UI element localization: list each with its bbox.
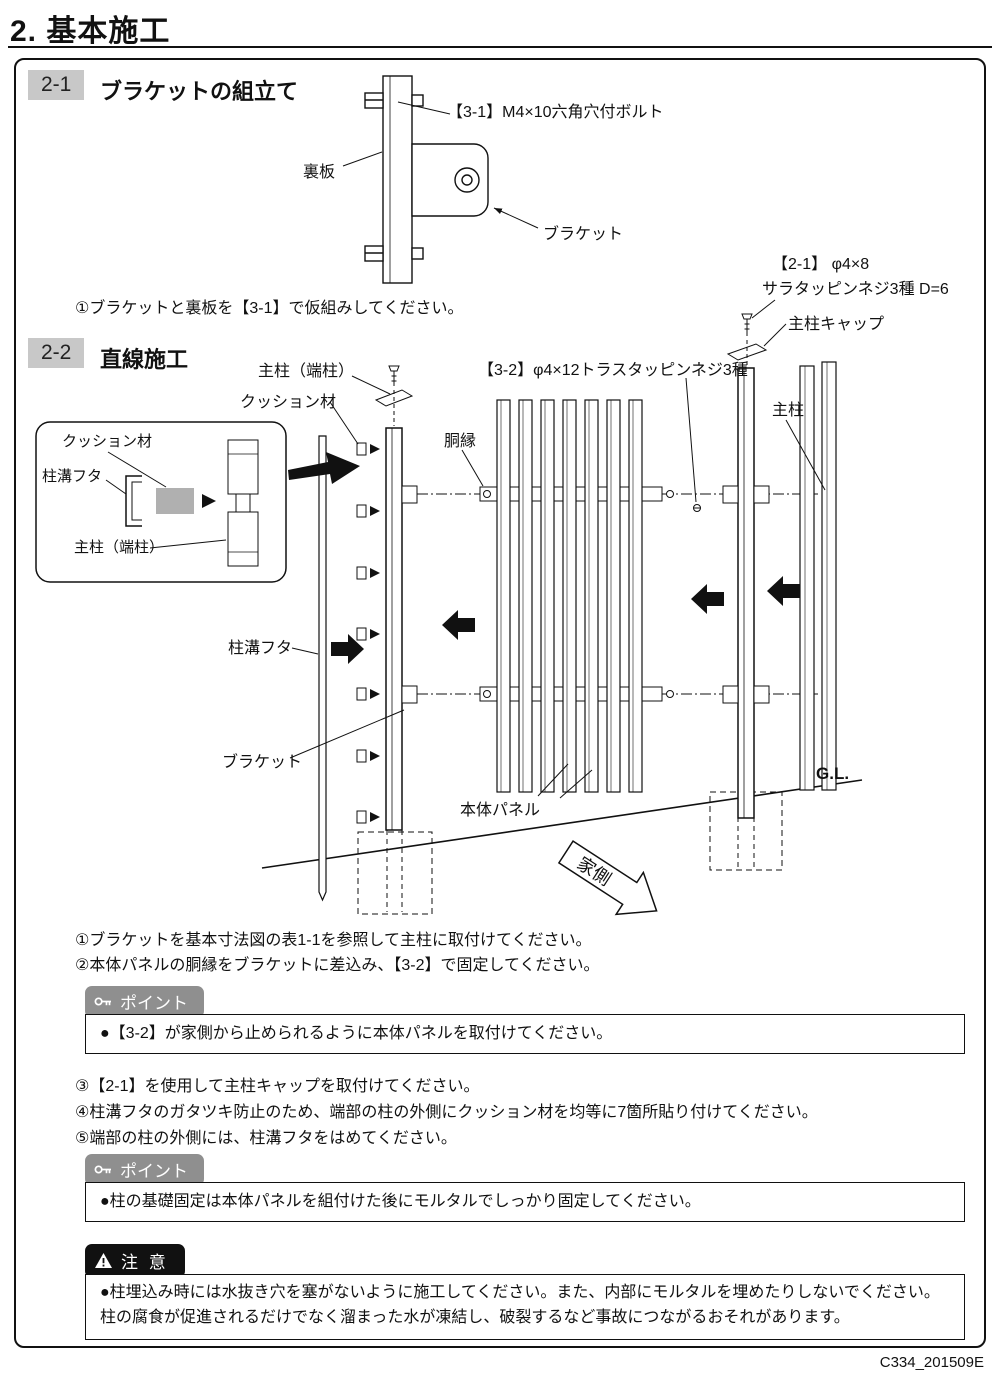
- push-groove-cover-arrow: [331, 634, 364, 664]
- point-tab-1: ポイント: [85, 986, 204, 1018]
- cap-screw-right: [741, 313, 753, 366]
- insert-right-arrow-2: [767, 576, 800, 606]
- back-plate-shape: [382, 75, 413, 284]
- section-2-1-title: ブラケットの組立て: [100, 79, 299, 104]
- step-2-2-3: ③【2-1】を使用して主柱キャップを取付けてください。: [75, 1078, 480, 1095]
- label-main-post: 主柱: [772, 402, 805, 419]
- point-tab-2: ポイント: [85, 1154, 204, 1186]
- inset-to-post-arrow: [288, 452, 360, 484]
- panel-slats: [496, 399, 643, 793]
- insert-right-arrow-1: [691, 584, 724, 614]
- label-screw-3-2: 【3-2】φ4×12トラスタッピンネジ3種: [478, 362, 748, 379]
- bracket-assembly-drawing: [342, 75, 539, 284]
- right-slats-drawing: [799, 361, 837, 791]
- insert-panel-arrow: [442, 610, 475, 640]
- leader-lines-2-1: [342, 101, 539, 229]
- label-cushion: クッション材: [240, 394, 337, 411]
- point-box-2: ●柱の基礎固定は本体パネルを組付けた後にモルタルでしっかり固定してください。: [85, 1182, 965, 1222]
- house-side-arrow: 家側: [557, 840, 658, 916]
- point-box-1: ●【3-2】が家側から止められるように本体パネルを取付けてください。: [85, 1014, 965, 1054]
- inset-label-end-post: 主柱（端柱）: [74, 539, 165, 556]
- page-title: 2. 基本施工: [10, 15, 171, 48]
- groove-cover-section: [125, 475, 142, 527]
- bracket-shape: [411, 143, 489, 217]
- key-icon: [94, 997, 111, 1006]
- content-border: [14, 58, 986, 1348]
- inset-detail-drawing: [35, 421, 360, 583]
- point-box-2-text: ●柱の基礎固定は本体パネルを組付けた後にモルタルでしっかり固定してください。: [100, 1192, 701, 1210]
- groove-cover-strip: [318, 435, 327, 902]
- inset-label-groove-cover: 柱溝フタ: [42, 468, 103, 485]
- label-ground-line: G.L.: [816, 764, 850, 783]
- step-2-1-1: ①ブラケットと裏板を【3-1】で仮組みしてください。: [75, 300, 464, 317]
- point-tab-1-label: ポイント: [120, 994, 188, 1013]
- label-groove-cover: 柱溝フタ: [228, 640, 293, 657]
- step-2-2-5: ⑤端部の柱の外側には、柱溝フタをはめてください。: [75, 1130, 457, 1147]
- leader-lines-2-2: [289, 299, 826, 799]
- step-2-2-2: ②本体パネルの胴縁をブラケットに差込み、【3-2】で固定してください。: [75, 957, 600, 974]
- cushion-material-section: [156, 488, 194, 514]
- inset-label-cushion: クッション材: [62, 433, 153, 450]
- top-bolt-shape: [364, 92, 424, 109]
- cushion-clips-drawing: [356, 442, 380, 824]
- rail-screws: [483, 490, 701, 698]
- section-2-2-number: 2-2: [28, 338, 85, 368]
- bracket-lower-left: [401, 685, 418, 704]
- label-bolt-3-1: 【3-1】M4×10六角穴付ボルト: [447, 104, 664, 121]
- label-back-plate: 裏板: [303, 164, 336, 181]
- caution-box-text: ●柱埋込み時には水抜き穴を塞がないように施工してください。また、内部にモルタルを…: [100, 1284, 940, 1326]
- label-bracket-2-1: ブラケット: [543, 226, 624, 243]
- label-bracket-2-2: ブラケット: [222, 754, 303, 771]
- cap-screw-left: [388, 365, 400, 426]
- inset-leader-lines: [105, 451, 227, 549]
- caution-tab: 注 意: [85, 1244, 185, 1278]
- panel-drawing: [479, 399, 701, 793]
- label-rail: 胴縁: [444, 433, 477, 450]
- right-post-drawing: [722, 313, 770, 819]
- label-panel: 本体パネル: [460, 802, 541, 819]
- caution-tab-label: 注 意: [121, 1253, 169, 1272]
- left-foundation-drawing: [357, 830, 433, 915]
- caution-box: ●柱埋込み時には水抜き穴を塞がないように施工してください。また、内部にモルタルを…: [85, 1274, 965, 1340]
- label-screw-2-1-type: サラタッピンネジ3種 D=6: [762, 281, 949, 298]
- post-cross-section: [227, 439, 259, 567]
- key-icon: [94, 1165, 111, 1174]
- ground-line: [261, 779, 863, 869]
- bottom-bolt-shape: [364, 245, 424, 262]
- section-2-1-number: 2-1: [28, 70, 85, 100]
- step-2-2-4: ④柱溝フタのガタツキ防止のため、端部の柱の外側にクッション材を均等に7箇所貼り付…: [75, 1104, 818, 1121]
- bracket-upper-left: [401, 485, 418, 504]
- label-post-cap: 主柱キャップ: [788, 316, 885, 333]
- label-end-post: 主柱（端柱）: [258, 363, 355, 380]
- warning-icon: [95, 1253, 112, 1268]
- point-tab-2-label: ポイント: [120, 1162, 188, 1181]
- inset-small-arrow: [202, 494, 216, 508]
- title-rule: [8, 46, 992, 48]
- left-end-post-drawing: [374, 365, 418, 831]
- label-screw-2-1: 【2-1】 φ4×8: [772, 256, 870, 273]
- step-2-2-1: ①ブラケットを基本寸法図の表1-1を参照して主柱に取付けてください。: [75, 932, 592, 949]
- assembly-direction-arrows: [331, 576, 800, 664]
- straight-installation-drawing: 家側: [35, 299, 863, 916]
- doc-code: C334_201509E: [879, 1354, 984, 1371]
- section-2-2-title: 直線施工: [100, 347, 189, 372]
- point-box-1-text: ●【3-2】が家側から止められるように本体パネルを取付けてください。: [100, 1024, 613, 1042]
